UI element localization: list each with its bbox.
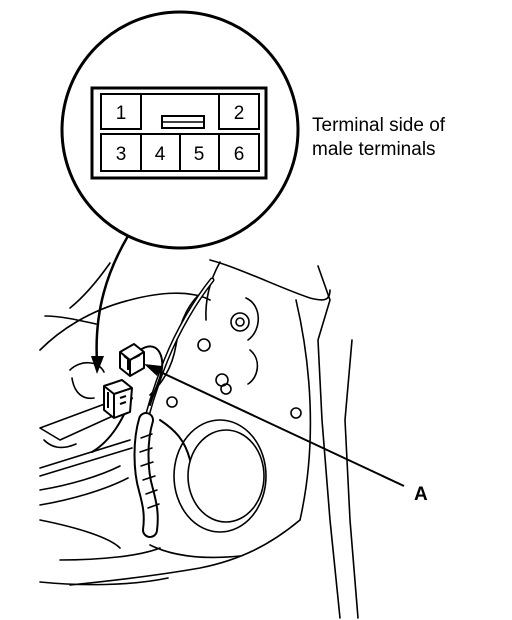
door-interior-illustration (39, 259, 359, 619)
wire-harness (91, 277, 215, 538)
terminal-cell-5 (179, 133, 220, 172)
terminal-cell-6 (218, 133, 260, 172)
magnified-view: 1 2 3 4 5 6 (60, 10, 300, 250)
terminal-number-5: 5 (194, 144, 205, 165)
mating-connector (103, 379, 133, 419)
connector-a (119, 343, 145, 377)
terminal-number-3: 3 (116, 144, 127, 165)
terminal-number-4: 4 (155, 144, 166, 165)
callout-a-leader (144, 364, 405, 487)
caption-line-1: Terminal side of (312, 115, 446, 136)
callout-label-a: A (414, 484, 428, 505)
terminal-number-2: 2 (234, 103, 245, 124)
terminal-cell-2 (218, 93, 260, 130)
terminal-cell-4 (140, 133, 181, 172)
caption-line-2: male terminals (312, 139, 436, 160)
terminal-number-1: 1 (116, 103, 127, 124)
terminal-cell-1 (100, 93, 142, 130)
connector-face: 1 2 3 4 5 6 (90, 86, 268, 180)
terminal-cell-3 (100, 133, 142, 172)
terminal-number-6: 6 (234, 144, 245, 165)
